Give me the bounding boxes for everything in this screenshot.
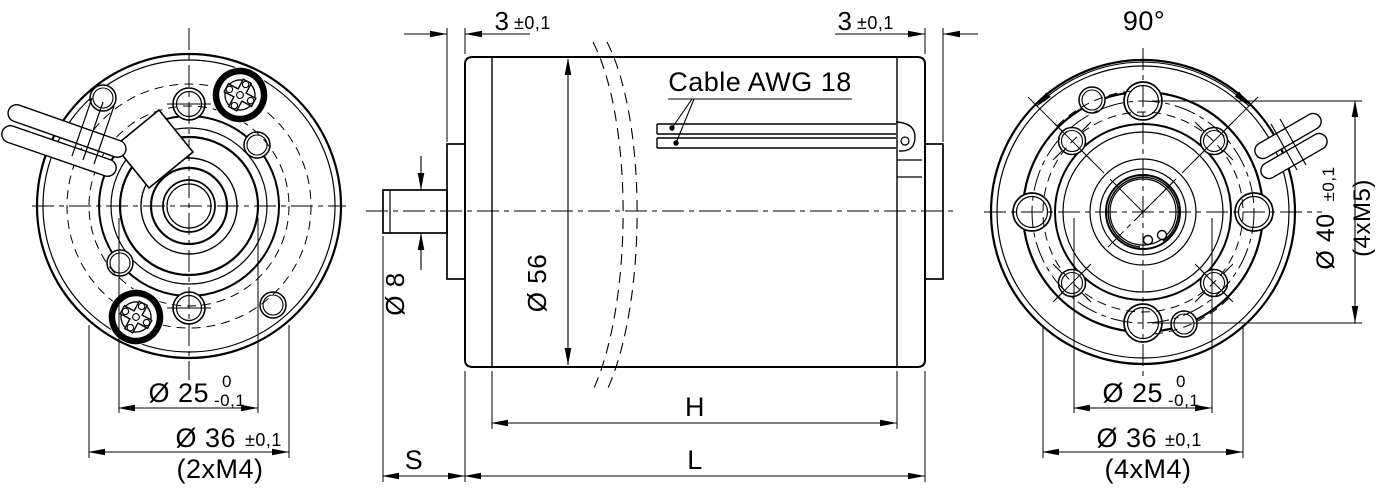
front-view: Ø 25 0 -0,1 Ø 36 ±0,1 (2xM4) [1,28,346,484]
dimension-total-length: L [464,371,926,482]
dim-label: 3 [495,6,510,36]
countersink-line [1109,178,1144,213]
cable-ferrule-band [71,97,93,157]
cable-ferrule-band [93,105,115,165]
cable-grommet-curl [900,136,910,146]
dim-tol-top: 0 [1176,372,1186,391]
center-diagonal-centerline [1107,176,1179,248]
dim-tol-bottom: -0,1 [1168,391,1199,410]
diagonal-centerline [1199,268,1229,298]
break-line [606,41,638,389]
thread-note: (2xM4) [176,454,263,484]
leader-dot [673,140,679,146]
cable-label: Cable AWG 18 [668,67,852,97]
dim-label-shaft-dia: Ø 8 [380,272,410,315]
cable-ferrule-band [82,101,104,161]
cable-wire [1254,112,1322,160]
dim-label-m4-circle: Ø 36 [1096,423,1157,453]
dim-tol: ±0,1 [1165,430,1202,450]
dim-tol: ±0,1 [857,13,894,33]
through-bolt-hole [1078,86,1106,114]
cable-ferrule-band [1270,123,1298,171]
thread-note-m5: (4xM5) [1349,179,1376,257]
dim-tol: ±0,1 [514,13,551,33]
leader-dot [669,125,675,131]
cable-grommet [895,121,916,152]
retaining-ring [1107,176,1179,248]
flange-hole [259,291,287,319]
dimension-front-boss-depth: 3 ±0,1 [404,6,551,142]
side-view: Cable AWG 18 Ø 56 Ø 8 3 ±0,1 [366,6,978,482]
dim-label-m5-circle: Ø 40 [1312,213,1340,269]
dim-label-bolt-circle: Ø 36 [175,423,236,453]
dimension-rear-boss-depth: 3 ±0,1 [835,6,978,142]
diagonal-centerline [1057,268,1087,298]
dimension-housing-length: H [491,371,898,429]
dimension-hole-angle: 90° [1036,6,1250,107]
dimension-m5-bolt-circle: Ø 40 ±0,1 (4xM5) [1152,100,1376,324]
retaining-ring-lug [1142,234,1154,246]
rear-pilot-boss [924,143,944,280]
flange-hole [243,131,271,159]
dim-label-pilot-dia: Ø 25 [148,378,209,408]
break-line [592,41,624,389]
dim-label-pilot-dia: Ø 25 [1102,378,1163,408]
dimension-body-dia: Ø 56 [522,58,572,365]
diagonal-centerline [1181,96,1259,174]
dim-label-angle: 90° [1123,6,1165,36]
rear-view: 90° Ø 40 ±0,1 (4xM5) Ø 25 0 -0,1 [984,6,1376,484]
cable-wire [7,104,127,158]
dim-label-housing-length: H [685,392,705,422]
cable-wire [1,125,117,177]
dimension-shaft-length: S [382,236,465,482]
dim-tol-bottom: -0,1 [214,391,245,410]
svg-text:Ø 40 ±0,1: Ø 40 ±0,1 [1312,166,1340,269]
motor-body-outline [464,56,926,368]
screw-circle-arc [1153,297,1230,335]
dimension-pilot-dia: Ø 25 0 -0,1 [118,218,259,413]
cable [656,121,916,152]
cable-wire [1260,132,1328,180]
flange-hole [106,249,134,277]
diagonal-centerline [1027,96,1105,174]
flange-hole [89,84,117,112]
dim-label-shaft-length: S [405,445,424,475]
dim-label-body-dia: Ø 56 [522,254,552,312]
dim-tol: ±0,1 [245,430,282,450]
thread-note-m4: (4xM4) [1104,454,1191,484]
cable-connector-block [113,108,195,190]
shaft [382,189,448,234]
retaining-ring-lug [1156,229,1168,241]
cable-ferrule-band [1279,118,1307,166]
dimension-m4-bolt-circle: Ø 36 ±0,1 (4xM4) [1042,325,1244,484]
dimension-bolt-circle: Ø 36 ±0,1 (2xM4) [88,325,290,484]
dimension-shaft-dia: Ø 8 [380,156,425,316]
dim-label-total-length: L [687,445,703,475]
dim-tol: ±0,1 [1319,166,1338,201]
dim-label: 3 [838,6,853,36]
callout-cable: Cable AWG 18 [668,67,852,146]
dim-tol-top: 0 [222,372,232,391]
dimension-pilot-dia: Ø 25 0 -0,1 [1073,218,1213,413]
